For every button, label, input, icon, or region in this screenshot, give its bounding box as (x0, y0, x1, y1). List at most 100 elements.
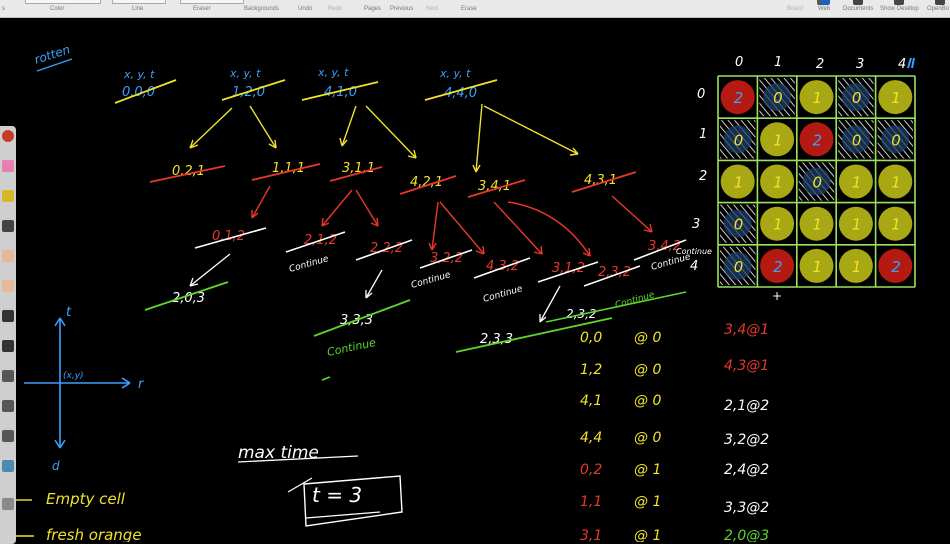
coordinate-axes (24, 317, 131, 449)
grid-cell-value: 0 (734, 131, 744, 149)
times-list-right: 3,4@14,3@12,1@23,2@22,4@23,3@22,0@3 (724, 322, 769, 542)
level2-node-7: 2,3,2 (598, 265, 631, 280)
marker-tool-icon[interactable] (2, 190, 14, 202)
toolbar-color[interactable]: Color (50, 6, 65, 12)
time-entry: 3,4@1 (724, 322, 769, 338)
text-tool-icon[interactable] (2, 430, 14, 442)
level2-node-8: 3,4,2 (648, 239, 681, 254)
toolbar-web[interactable]: Web (818, 6, 831, 12)
time-value: @ 1 (634, 528, 661, 542)
grid-cell-value: 0 (734, 258, 744, 276)
grid-cell-orange (760, 164, 795, 199)
line-width-box[interactable] (112, 0, 166, 4)
axis-point-label: (x,y) (63, 371, 84, 381)
grid-cell-orange (799, 248, 834, 283)
toolbar-documents[interactable]: Documents (843, 6, 874, 12)
time-entry: 4,3@1 (724, 358, 769, 374)
pen-tool-icon[interactable] (2, 130, 14, 142)
continue-note-7: Continue (676, 247, 712, 256)
grid-cell-value: 1 (813, 258, 823, 276)
grid-col-3: 3 (856, 57, 864, 72)
grid-col-marker (907, 57, 915, 69)
grid-row-2: 2 (699, 169, 707, 184)
grid-cell-orange (760, 122, 795, 157)
eraser-tool-icon[interactable] (2, 220, 14, 232)
time-entry: 3,3@2 (724, 500, 769, 516)
grid-cell-empty (802, 167, 831, 196)
grid-cell-value: 0 (734, 216, 744, 234)
keyboard-tool-icon[interactable] (2, 498, 14, 510)
arrow-tool-icon[interactable] (2, 400, 14, 412)
laser-tool-icon[interactable] (2, 340, 14, 352)
color-swatch-box[interactable] (25, 0, 101, 4)
highlighter-tool-icon[interactable] (2, 160, 14, 172)
level1-node-2: 1,1,1 (272, 161, 305, 176)
grid-row-3: 3 (692, 217, 700, 232)
grid-cell-orange (799, 122, 834, 157)
grid-cell-orange (878, 248, 913, 283)
grid-cell-value: 1 (734, 174, 744, 192)
web-icon[interactable] (821, 0, 830, 5)
cursor-crosshair: + (772, 289, 782, 303)
grid-cell-orange (799, 206, 834, 241)
toolbar-pages[interactable]: Pages (364, 6, 382, 12)
toolbar-undo[interactable]: Undo (298, 6, 313, 12)
pointer-hand-icon[interactable] (2, 280, 14, 292)
grid-cell-value: 1 (773, 216, 783, 234)
continue-note-2: Continue (410, 270, 452, 291)
show-desktop-icon[interactable] (894, 0, 904, 5)
zoom-tool-icon[interactable] (2, 310, 14, 322)
grid-cell-value: 0 (852, 131, 862, 149)
toolbar-redo[interactable]: Redo (328, 6, 343, 12)
grid-cell-orange (799, 80, 834, 115)
toolbar-erase[interactable]: Erase (461, 6, 477, 12)
toolbar-previous[interactable]: Previous (390, 6, 414, 12)
line-tool-icon[interactable] (2, 370, 14, 382)
toolbar-line[interactable]: Line (132, 6, 144, 12)
tool-palette (0, 126, 16, 544)
level1-node-3: 3,1,1 (342, 161, 375, 176)
toolbar-show-desktop[interactable]: Show Desktop (880, 6, 919, 12)
grid-col-1: 1 (774, 55, 782, 70)
hand-tool-icon[interactable] (2, 250, 14, 262)
capture-tool-icon[interactable] (2, 460, 14, 472)
root-value-1: 0,0,0 (122, 85, 155, 100)
toolbar-fragment: s (2, 6, 5, 12)
rotten-label: rotten (33, 42, 72, 67)
documents-icon[interactable] (853, 0, 863, 5)
axis-t-label: t (66, 305, 72, 320)
whiteboard-canvas[interactable]: rotten x, y, t 0,0,0 x, y, t 1,2,0 x, y,… (0, 18, 950, 544)
time-entry: 3,2@2 (724, 432, 769, 448)
grid-cell-value: 1 (891, 216, 901, 234)
grid-cell-orange (838, 206, 873, 241)
toolbar-board[interactable]: Board (787, 6, 804, 12)
grid-cell-value: 1 (813, 216, 823, 234)
toolbar-next[interactable]: Next (426, 6, 439, 12)
continue-note-3: Continue (482, 284, 524, 305)
time-value: @ 1 (634, 494, 661, 510)
level1-node-5: 3,4,1 (478, 179, 511, 194)
toolbar-backgrounds[interactable]: Backgrounds (244, 6, 280, 12)
grid-col-2: 2 (816, 57, 824, 72)
eraser-box[interactable] (180, 0, 244, 4)
grid-row-4: 4 (690, 259, 698, 274)
axis-r-label: r (138, 377, 145, 392)
time-coord: 0,2 (580, 462, 602, 478)
grid-cell-value: 1 (852, 174, 862, 192)
openboard-icon[interactable] (935, 0, 945, 5)
grid-cell-value: 0 (813, 174, 823, 192)
grid-cell-orange (878, 206, 913, 241)
time-coord: 4,4 (580, 430, 602, 446)
grid-cell-value: 2 (734, 89, 744, 107)
grid-cell-orange (760, 248, 795, 283)
grid-cell-empty (763, 83, 792, 112)
time-value: @ 1 (634, 462, 661, 478)
grid-cell-value: 1 (852, 258, 862, 276)
toolbar-openboard[interactable]: OpenBo (927, 6, 950, 12)
toolbar-eraser[interactable]: Eraser (193, 6, 211, 12)
time-entry: 2,0@3 (724, 528, 769, 542)
root-value-4: 4,4,0 (444, 86, 477, 101)
grid-cell-empty (723, 125, 752, 154)
grid-cell-empty (723, 209, 752, 238)
